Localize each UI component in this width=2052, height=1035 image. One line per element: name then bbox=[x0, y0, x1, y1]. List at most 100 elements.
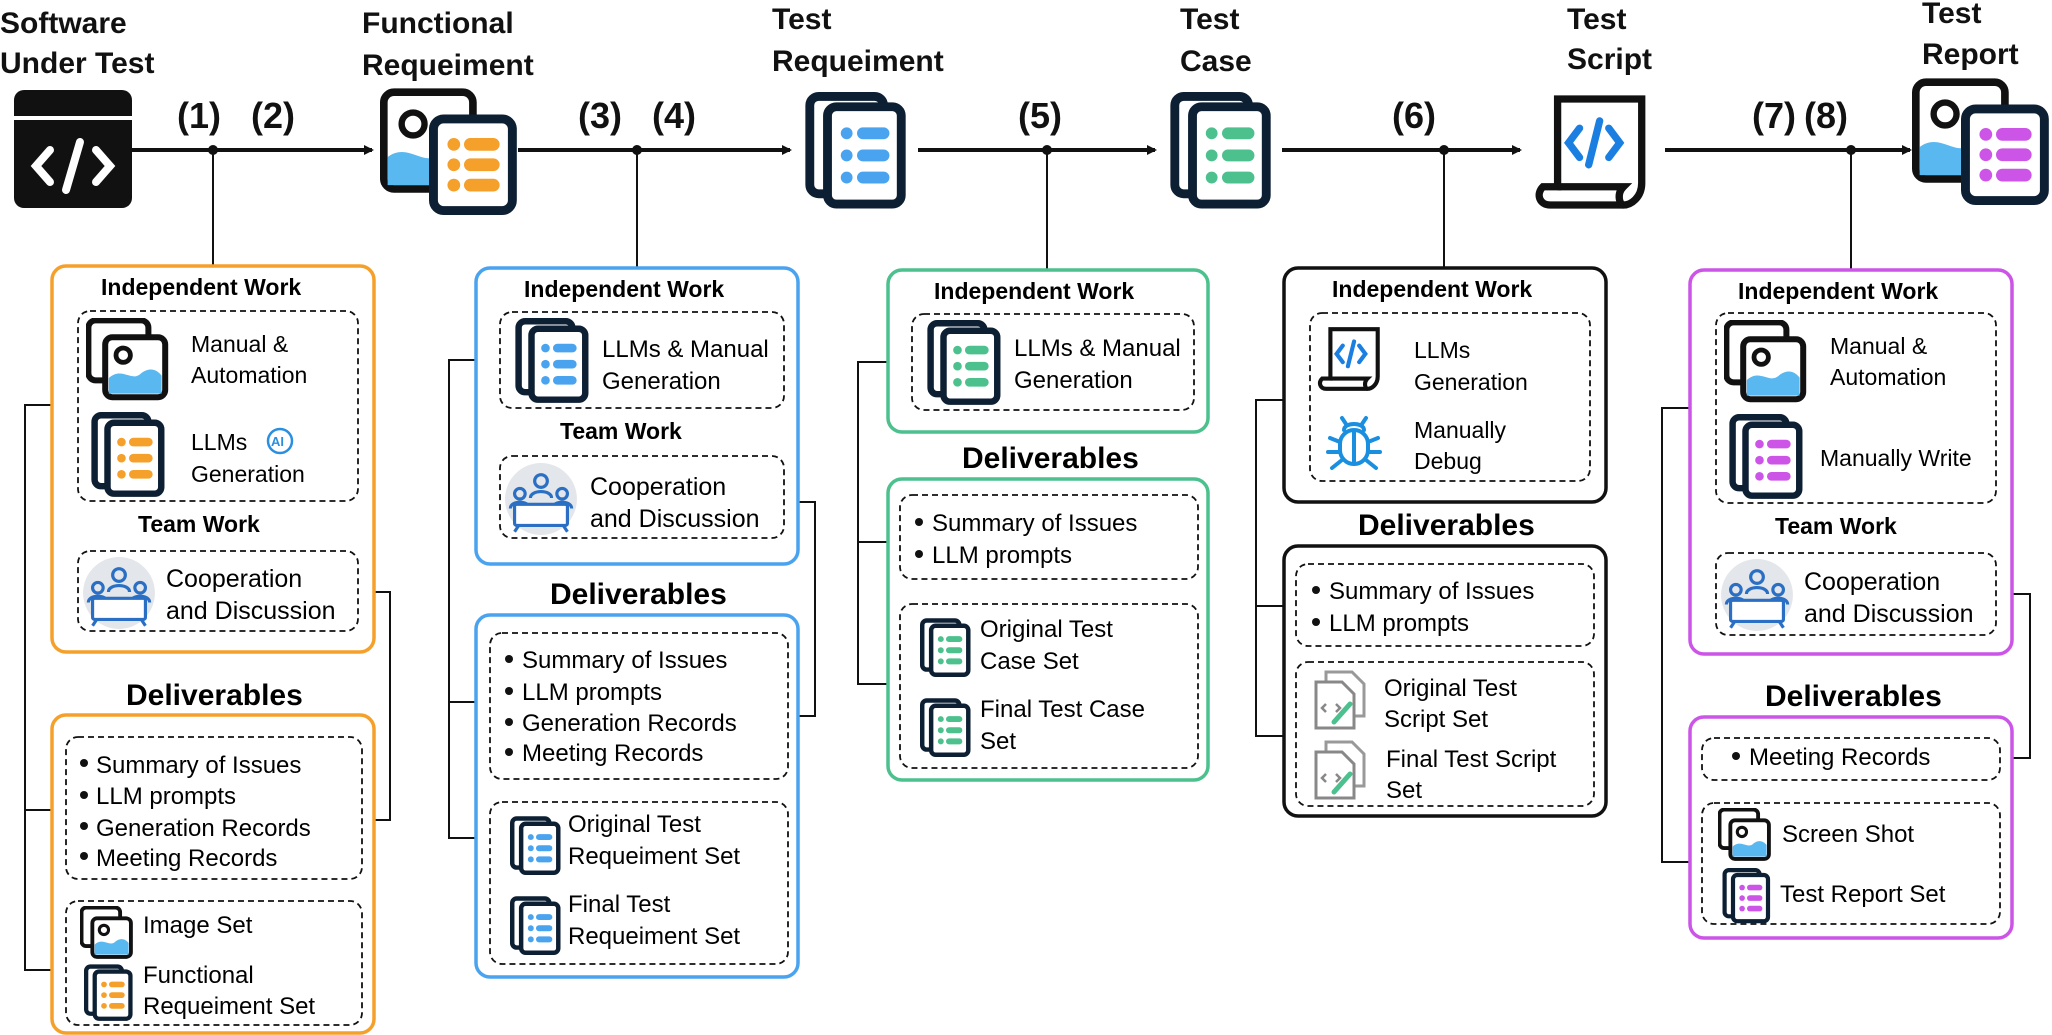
orig-set-icon bbox=[922, 621, 968, 675]
panel-1: Independent Work Manual & Automation LLM… bbox=[50, 264, 376, 1035]
orig-set-2: Case Set bbox=[980, 648, 1079, 675]
ai-badge-icon: AI bbox=[266, 427, 294, 455]
svg-text:Meeting Records: Meeting Records bbox=[522, 740, 703, 767]
stage-title-tc-1: Test bbox=[1180, 3, 1239, 36]
deliverable-bullets: Meeting Records bbox=[1732, 744, 1930, 771]
svg-text:Summary of Issues: Summary of Issues bbox=[932, 510, 1137, 537]
deliverables-label: Deliverables bbox=[962, 442, 1139, 475]
final-set-2: Set bbox=[1386, 777, 1422, 804]
svg-text:LLM prompts: LLM prompts bbox=[932, 542, 1072, 569]
independent-work-label: Independent Work bbox=[1738, 278, 1938, 304]
panel-5: Independent Work Manual & Automation Man… bbox=[1688, 268, 2014, 940]
step-7: (7) bbox=[1752, 95, 1796, 136]
independent-work-label: Independent Work bbox=[1332, 276, 1532, 302]
svg-text:LLM prompts: LLM prompts bbox=[96, 783, 236, 810]
deliverables-label: Deliverables bbox=[1358, 509, 1535, 542]
llm-gen-1: LLMs bbox=[1414, 337, 1470, 363]
coop-1: Cooperation bbox=[166, 565, 302, 593]
orig-set-1: Original Test bbox=[980, 616, 1113, 643]
panel-2: Independent Work LLMs & Manual Generatio… bbox=[474, 266, 800, 979]
llm-manual-2: Generation bbox=[1014, 367, 1133, 394]
orig-set-1: Original Test bbox=[1384, 675, 1517, 702]
llm-gen-1: LLMs bbox=[191, 429, 247, 455]
step-3: (3) bbox=[578, 95, 622, 136]
deliverable-bullets: Summary of Issues LLM prompts Generation… bbox=[505, 647, 737, 767]
svg-text:Summary of Issues: Summary of Issues bbox=[1329, 578, 1534, 605]
llm-gen-2: Generation bbox=[1414, 369, 1528, 395]
svg-text:Generation Records: Generation Records bbox=[96, 815, 311, 842]
independent-work-label: Independent Work bbox=[524, 276, 724, 302]
final-set-1: Final Test Script bbox=[1386, 746, 1557, 773]
step-4: (4) bbox=[652, 95, 696, 136]
stage-title-tr-2: Requeiment bbox=[772, 45, 944, 78]
deliverables-label: Deliverables bbox=[1765, 680, 1942, 713]
document-list-icon bbox=[1733, 417, 1800, 495]
report-set-icon bbox=[1725, 870, 1768, 921]
functional-requirement-icon bbox=[384, 92, 513, 210]
stage-title-sut-2: Under Test bbox=[0, 47, 154, 80]
orig-set-1: Original Test bbox=[568, 811, 701, 838]
test-case-icon bbox=[1175, 96, 1266, 204]
stage-title-ts-2: Script bbox=[1567, 43, 1652, 76]
screen-shot-label: Screen Shot bbox=[1782, 821, 1914, 848]
team-work-label: Team Work bbox=[138, 511, 260, 537]
fr-set-icon bbox=[86, 967, 130, 1019]
stage-title-tc-2: Case bbox=[1180, 45, 1252, 78]
deliverable-bullets: Summary of Issues LLM prompts bbox=[1312, 578, 1534, 637]
llm-gen-2: Generation bbox=[191, 461, 305, 487]
code-window-icon bbox=[14, 90, 132, 208]
script-icon bbox=[1320, 329, 1378, 389]
final-set-icon bbox=[512, 899, 558, 953]
coop-2: and Discussion bbox=[166, 597, 336, 625]
svg-text:Generation Records: Generation Records bbox=[522, 710, 737, 737]
llm-manual-1: LLMs & Manual bbox=[602, 336, 769, 363]
team-work-label: Team Work bbox=[1775, 513, 1897, 539]
stage-title-sut-1: Software bbox=[0, 7, 127, 40]
debug-1: Manually bbox=[1414, 417, 1507, 443]
stage-title-ts-1: Test bbox=[1567, 3, 1626, 36]
panel-4: Independent Work LLMs Generation Manuall… bbox=[1282, 266, 1608, 818]
test-script-icon bbox=[1539, 99, 1642, 205]
final-set-2: Requeiment Set bbox=[568, 923, 740, 950]
image-set-label: Image Set bbox=[143, 912, 253, 939]
fr-set-1: Functional bbox=[143, 962, 254, 989]
final-set-1: Final Test bbox=[568, 891, 671, 918]
svg-text:LLM prompts: LLM prompts bbox=[1329, 610, 1469, 637]
stage-titles: Software Under Test Functional Requeimen… bbox=[0, 0, 2019, 82]
document-list-icon bbox=[519, 321, 586, 399]
stage-title-tr-1: Test bbox=[772, 3, 831, 36]
deliverables-label: Deliverables bbox=[126, 679, 303, 712]
report-set-label: Test Report Set bbox=[1780, 881, 1946, 908]
manual-automation-1: Manual & bbox=[191, 331, 288, 357]
svg-text:Meeting Records: Meeting Records bbox=[96, 845, 277, 872]
svg-text:Meeting Records: Meeting Records bbox=[1749, 744, 1930, 771]
manual-automation-2: Automation bbox=[1830, 364, 1946, 390]
test-requirement-icon bbox=[810, 96, 901, 204]
team-work-label: Team Work bbox=[560, 418, 682, 444]
deliverable-bullets: Summary of Issues LLM prompts Generation… bbox=[80, 752, 311, 872]
stage-title-fr-1: Functional bbox=[362, 7, 514, 40]
final-set-2: Set bbox=[980, 728, 1016, 755]
fr-set-2: Requeiment Set bbox=[143, 993, 315, 1020]
stage-title-rep-1: Test bbox=[1922, 0, 1981, 30]
coop-2: and Discussion bbox=[590, 505, 760, 533]
step-2: (2) bbox=[251, 95, 295, 136]
step-8: (8) bbox=[1804, 95, 1848, 136]
orig-set-icon bbox=[512, 819, 558, 873]
deliverable-bullets: Summary of Issues LLM prompts bbox=[915, 510, 1137, 569]
team-meeting-icon bbox=[82, 556, 156, 630]
svg-text:Summary of Issues: Summary of Issues bbox=[96, 752, 301, 779]
step-6: (6) bbox=[1392, 95, 1436, 136]
llm-manual-1: LLMs & Manual bbox=[1014, 335, 1181, 362]
panel-3: Independent Work LLMs & Manual Generatio… bbox=[886, 268, 1210, 782]
team-meeting-icon bbox=[504, 462, 578, 536]
independent-work-label: Independent Work bbox=[101, 274, 301, 300]
llm-manual-2: Generation bbox=[602, 368, 721, 395]
step-1: (1) bbox=[177, 95, 221, 136]
final-set-icon bbox=[922, 701, 968, 755]
coop-1: Cooperation bbox=[1804, 568, 1940, 596]
coop-1: Cooperation bbox=[590, 473, 726, 501]
stage-title-rep-2: Report bbox=[1922, 38, 2019, 71]
step-labels: (1) (2) (3) (4) (5) (6) (7) (8) bbox=[177, 95, 1848, 136]
